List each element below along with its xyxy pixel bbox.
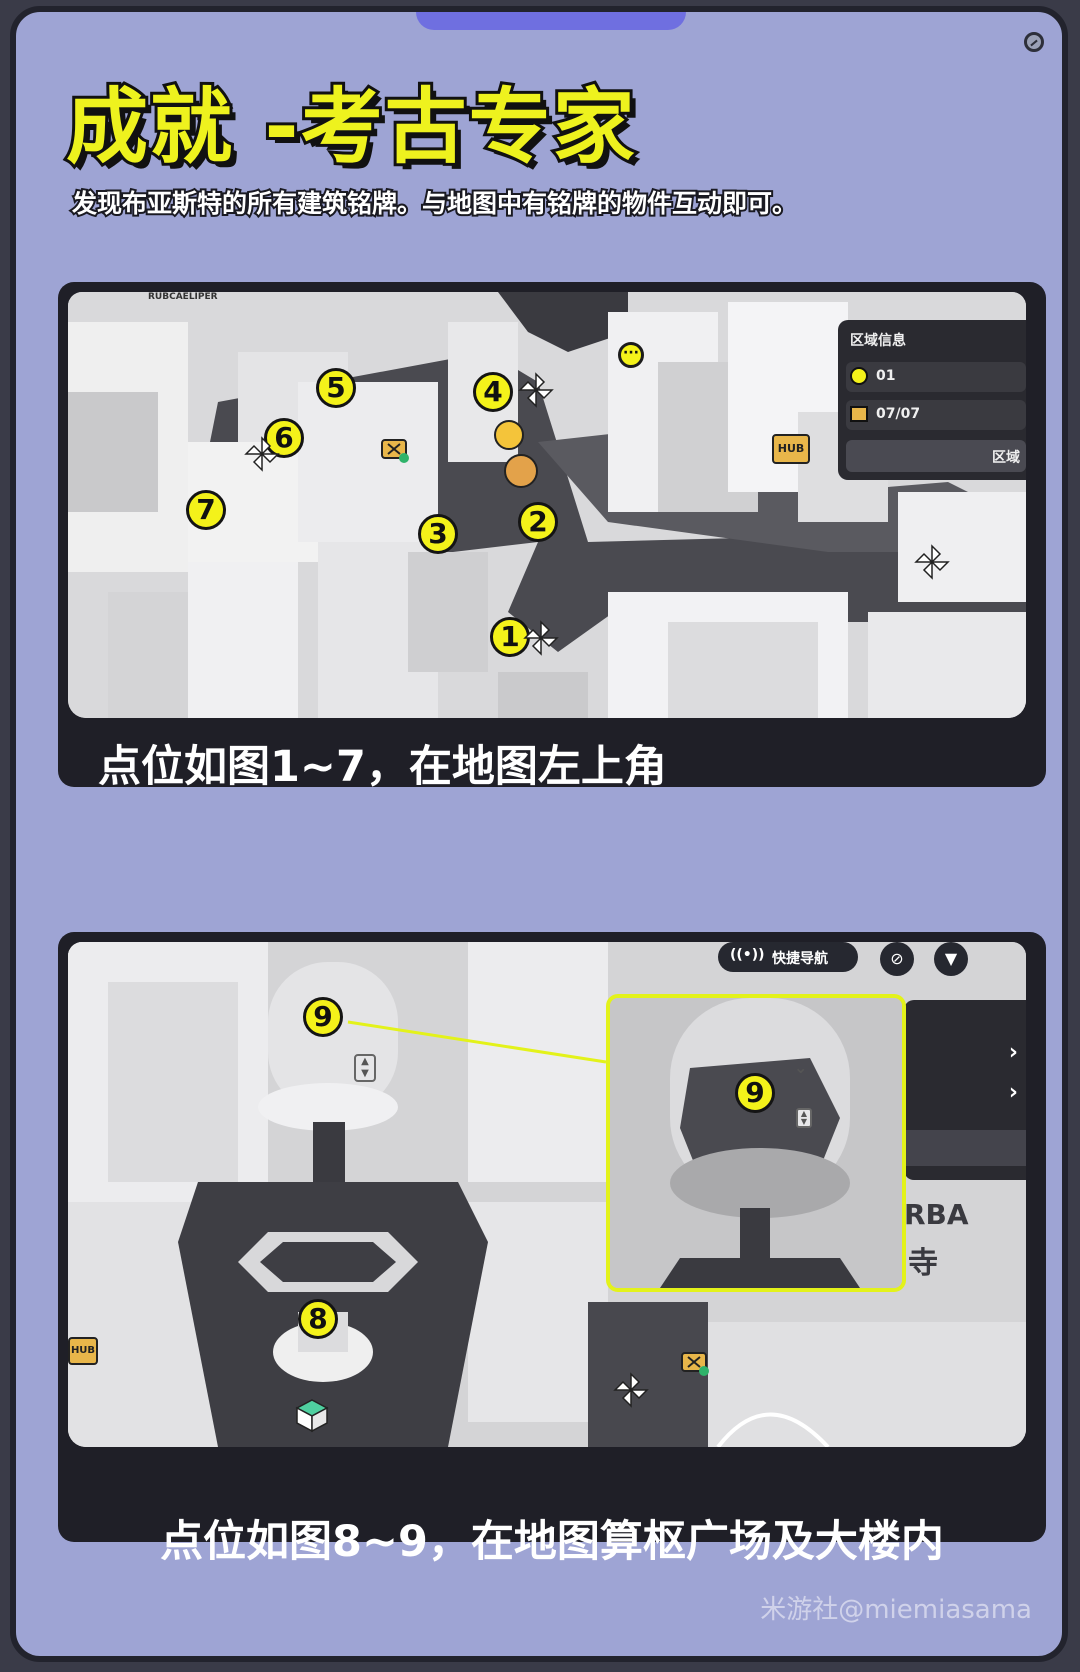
region-button-label: 区域 bbox=[992, 450, 1020, 466]
chat-bubble-icon bbox=[850, 367, 868, 385]
region-info-panel: 区域信息 01 07/07 区域 bbox=[838, 320, 1026, 480]
page-title: 成就 -考古专家 bbox=[63, 77, 638, 178]
region-info-row-chat: 01 bbox=[846, 362, 1026, 392]
map-small-label: RUBCAELIPER bbox=[148, 292, 218, 302]
zoom-inset: 9 ▲▼ ⌄ bbox=[606, 994, 906, 1292]
pinwheel-icon[interactable] bbox=[518, 372, 554, 408]
region-info-title: 区域信息 bbox=[850, 333, 906, 349]
marker-7[interactable]: 7 bbox=[186, 490, 226, 530]
pinwheel-icon[interactable] bbox=[244, 436, 280, 472]
compass-icon[interactable]: ⊘ bbox=[880, 942, 914, 976]
treasure-chest-icon bbox=[850, 406, 868, 422]
pinwheel-icon[interactable] bbox=[613, 1372, 649, 1408]
region-info-value-2: 07/07 bbox=[876, 406, 921, 422]
elevator-icon[interactable]: ▲▼ bbox=[354, 1054, 376, 1082]
elevator-icon[interactable]: ▲▼ bbox=[796, 1108, 812, 1128]
chevron-right-icon[interactable]: › bbox=[1008, 1080, 1018, 1105]
marker-3[interactable]: 3 bbox=[418, 514, 458, 554]
map-view-2: 9 8 ▲▼ bbox=[68, 942, 1026, 1447]
filter-icon[interactable]: ▼ bbox=[934, 942, 968, 976]
pinwheel-icon[interactable] bbox=[914, 544, 950, 580]
signal-icon: ((•)) bbox=[730, 947, 765, 963]
frame-notch bbox=[416, 12, 686, 30]
region-button[interactable]: 区域 bbox=[846, 440, 1026, 472]
marker-6[interactable]: 6 bbox=[264, 418, 304, 458]
chat-bubble-icon[interactable]: ··· bbox=[618, 342, 644, 368]
side-panel: › › bbox=[904, 1000, 1026, 1180]
marker-4[interactable]: 4 bbox=[473, 372, 513, 412]
emblem-icon: ⌄ bbox=[794, 1058, 808, 1077]
device-frame: 成就 -考古专家 发现布亚斯特的所有建筑铭牌。与地图中有铭牌的物件互动即可。 bbox=[10, 6, 1068, 1662]
side-panel-button[interactable] bbox=[904, 1130, 1026, 1166]
marker-1[interactable]: 1 bbox=[490, 617, 530, 657]
treasure-chest-icon[interactable] bbox=[680, 1347, 710, 1377]
side-building-text-2: 寺 bbox=[908, 1246, 938, 1281]
treasure-chest-icon[interactable] bbox=[380, 434, 410, 464]
quick-nav-label: 快捷导航 bbox=[772, 951, 828, 967]
cube-icon[interactable] bbox=[294, 1397, 330, 1433]
hub-sign-icon[interactable]: HUB bbox=[772, 434, 810, 464]
marker-5[interactable]: 5 bbox=[316, 368, 356, 408]
side-building-text: RBA bbox=[904, 1198, 969, 1231]
map-card-1: 1 2 3 4 5 6 7 bbox=[58, 282, 1046, 792]
page-description: 发现布亚斯特的所有建筑铭牌。与地图中有铭牌的物件互动即可。 bbox=[70, 187, 799, 220]
card2-caption: 点位如图8~9，在地图算枢广场及大楼内 bbox=[160, 1517, 944, 1567]
map-card-2: 9 8 ▲▼ bbox=[58, 932, 1046, 1567]
quest-icon[interactable] bbox=[494, 420, 524, 450]
inset-illustration bbox=[610, 998, 902, 1288]
inset-marker-9[interactable]: 9 bbox=[735, 1073, 775, 1113]
watermark: 米游社@miemiasama bbox=[760, 1595, 1032, 1625]
marker-8[interactable]: 8 bbox=[298, 1299, 338, 1339]
pinwheel-icon[interactable] bbox=[523, 620, 559, 656]
region-info-row-chest: 07/07 bbox=[846, 400, 1026, 430]
map-view-1: 1 2 3 4 5 6 7 bbox=[68, 292, 1026, 718]
quick-nav-button[interactable]: ((•)) 快捷导航 bbox=[718, 942, 858, 972]
card1-caption: 点位如图1~7，在地图左上角 bbox=[98, 742, 667, 792]
player-avatar-icon bbox=[504, 454, 538, 488]
marker-9[interactable]: 9 bbox=[303, 997, 343, 1037]
screw-icon bbox=[1024, 32, 1044, 52]
region-info-value-1: 01 bbox=[876, 368, 896, 384]
marker-2[interactable]: 2 bbox=[518, 502, 558, 542]
chevron-right-icon[interactable]: › bbox=[1008, 1040, 1018, 1065]
hub-sign-icon[interactable]: HUB bbox=[68, 1337, 98, 1365]
